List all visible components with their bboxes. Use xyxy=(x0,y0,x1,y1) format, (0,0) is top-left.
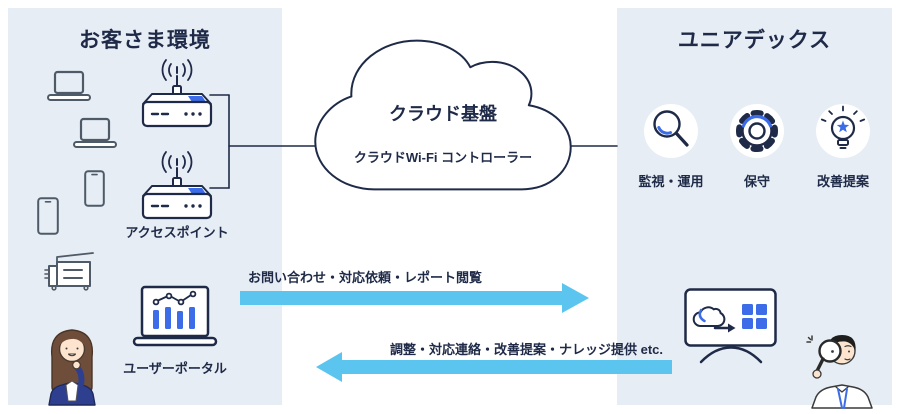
cloud-dashboard-monitor-icon xyxy=(684,288,777,364)
laptop-icon xyxy=(47,70,91,101)
flow-arrow-left xyxy=(316,352,672,382)
flow-left-label: 調整・対応連絡・改善提案・ナレッジ提供 etc. xyxy=(389,342,663,357)
customer-woman-illustration xyxy=(48,329,96,406)
engineer-man-illustration xyxy=(806,335,873,409)
maintenance-gear-icon xyxy=(730,104,784,158)
flow-arrow-right xyxy=(240,283,589,313)
laptop-icon xyxy=(73,117,117,148)
cloud-title: クラウド基盤 xyxy=(389,104,497,124)
customer-panel-title: お客さま環境 xyxy=(79,29,211,52)
improvement-lightbulb-icon xyxy=(816,104,870,158)
user-portal-icon xyxy=(132,285,218,347)
smartphone-icon xyxy=(37,197,59,235)
uniadex-panel-title: ユニアデックス xyxy=(677,29,832,52)
cloud-platform-shape xyxy=(312,30,574,200)
service-label-maintenance: 保守 xyxy=(743,174,770,189)
service-label-improvement: 改善提案 xyxy=(816,174,869,189)
monitoring-magnifier-icon xyxy=(644,104,698,158)
smartphone-icon xyxy=(84,170,105,207)
flow-right-label: お問い合わせ・対応依頼・レポート閲覧 xyxy=(248,270,483,285)
printer-icon xyxy=(44,252,94,291)
access-point-icon xyxy=(141,151,213,220)
service-label-monitoring: 監視・運用 xyxy=(638,174,704,189)
user-portal-label: ユーザーポータル xyxy=(123,361,227,376)
access-point-icon xyxy=(141,59,213,128)
access-point-label: アクセスポイント xyxy=(125,225,229,240)
cloud-subtitle: クラウドWi-Fi コントローラー xyxy=(353,150,533,165)
